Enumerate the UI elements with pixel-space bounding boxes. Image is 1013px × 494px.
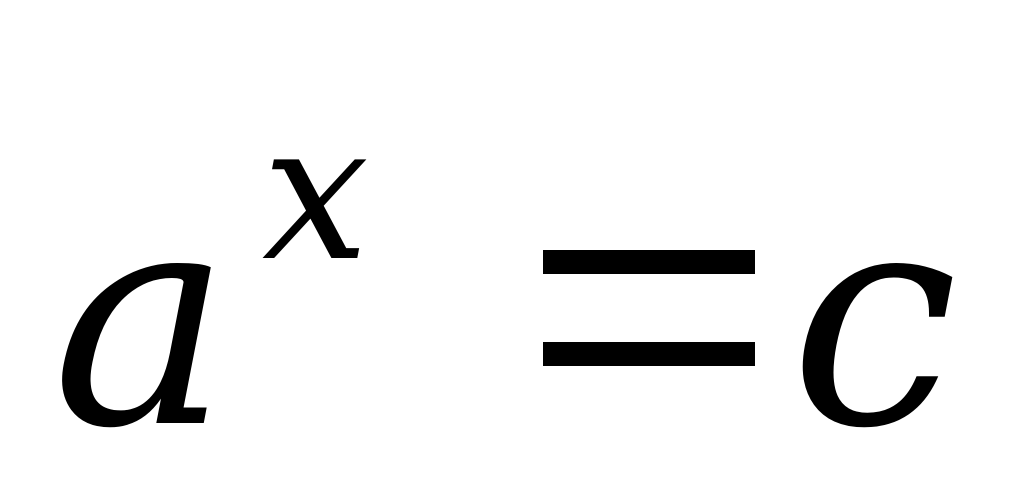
equals-sign bbox=[543, 250, 755, 366]
equals-bar-top bbox=[543, 250, 755, 274]
equation-result: c bbox=[790, 145, 959, 494]
equals-bar-bottom bbox=[543, 342, 755, 366]
equation-exponent: x bbox=[262, 82, 370, 303]
equation-base: a bbox=[52, 145, 231, 494]
